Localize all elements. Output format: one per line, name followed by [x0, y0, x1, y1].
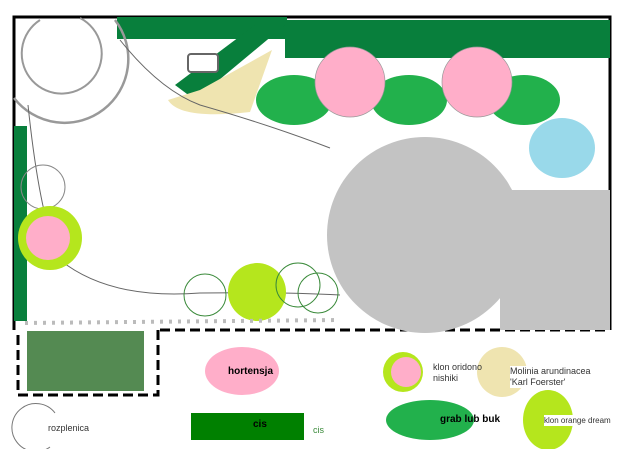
legend-klon-oridono-label-1: klon oridono — [433, 362, 483, 372]
legend-molinia-label-1: Molinia arundinacea — [510, 366, 591, 377]
legend-cis-small-label: cis — [313, 425, 324, 435]
legend-molinia-label-2: 'Karl Foerster' — [510, 377, 566, 388]
cis-outline — [297, 272, 339, 314]
legend-cis-label: cis — [253, 419, 267, 430]
legend-cis-swatch — [191, 413, 304, 440]
hedge-left — [14, 126, 27, 321]
gravel-edge — [24, 318, 341, 325]
terrace — [500, 190, 610, 330]
legend-klon-oridono-inner — [391, 357, 421, 387]
ornamental-grass — [168, 50, 272, 115]
tree-canopy-arc — [20, 17, 103, 95]
legend-grab-label: grab lub buk — [440, 414, 500, 425]
hedge-diagonal — [175, 25, 285, 100]
legend-hortensja-label: hortensja — [228, 366, 274, 377]
bench — [187, 53, 219, 73]
rozplenica-outline — [20, 164, 66, 210]
klon-oridono-inner — [26, 216, 70, 260]
hortensja-shrub — [441, 46, 513, 118]
cis-outline — [183, 273, 227, 317]
legend-klon-orange-label: klon orange dream — [544, 415, 611, 426]
tree-grab — [256, 75, 332, 125]
legend-klon-oridono-label-2: nishiki — [433, 373, 459, 383]
klon-orange — [228, 263, 286, 321]
water-feature — [529, 118, 595, 178]
legend-grab-swatch — [386, 400, 474, 440]
patio-circle — [327, 137, 523, 333]
cis-outline — [275, 262, 321, 308]
legend-hortensja-swatch — [205, 347, 279, 395]
tree-canopy-arc-large — [13, 19, 130, 125]
lawn — [27, 331, 144, 391]
legend-rozplenica-swatch — [11, 403, 56, 449]
legend-rozplenica-label: rozplenica — [48, 423, 90, 433]
hortensja-shrub — [314, 46, 386, 118]
tree-grab — [371, 75, 447, 125]
